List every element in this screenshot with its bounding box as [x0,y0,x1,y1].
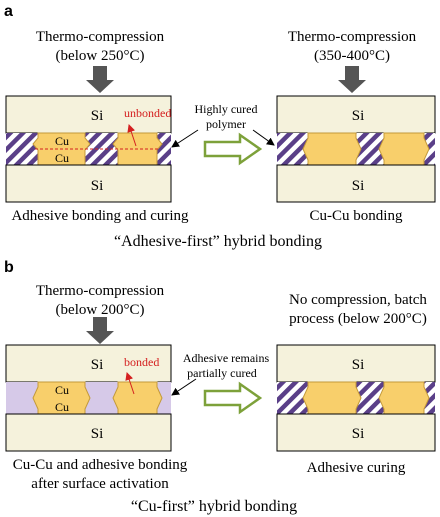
panel-a-left-si-top-label: Si [91,108,104,124]
panel-b-callout-1: Adhesive remains [183,351,270,365]
panel-b-right-cu-bump-1 [302,381,362,415]
panel-b-cu-top-label: Cu [55,383,69,397]
panel-a-left-caption: Adhesive bonding and curing [11,208,189,224]
panel-a-left-si-bottom-label: Si [91,178,104,194]
panel-b-right-caption: Adhesive curing [307,460,406,476]
panel-a-left-si-top [5,95,172,134]
panel-a-right-si-bottom-label: Si [352,178,365,194]
panel-b-left-title-1: Thermo-compression [36,283,165,299]
panel-b-letter: b [4,259,14,276]
panel-b-right-si-bottom [276,413,436,452]
panel-b-right-si-top-label: Si [352,357,365,373]
panel-a-left-title-2: (below 250°C) [56,48,145,64]
panel-b-left-si-bottom [5,413,172,452]
panel-b-process-arrow-icon [203,381,263,415]
panel-b-left-caption-2: after surface activation [31,476,169,492]
panel-b-bonded-label: bonded [124,355,159,369]
panel-b-left-title-2: (below 200°C) [56,302,145,318]
panel-a-right-si-bottom [276,164,436,203]
panel-a-left-compression-arrow-icon [86,66,114,93]
panel-a-callout-pointer-left [171,129,199,148]
panel-a-right-title-2: (350-400°C) [314,48,390,64]
panel-b-cu-bottom-label: Cu [55,400,69,414]
panel-a-letter: a [4,3,13,20]
panel-b-right-si-bottom-label: Si [352,426,365,442]
panel-a-right-title-1: Thermo-compression [288,29,417,45]
panel-a-right-si-top-label: Si [352,108,365,124]
panel-a-right-si-top [276,95,436,134]
panel-a-right-cu-bump-1 [302,132,362,166]
panel-b-compression-arrow-icon [86,317,114,344]
panel-a-right-caption: Cu-Cu bonding [310,208,403,224]
panel-b-left-cu-bump-2 [112,381,163,415]
panel-a-callout-pointer-right [252,129,275,146]
panel-a-callout-1: Highly cured [195,102,258,116]
panel-b-left-si-top-label: Si [91,357,104,373]
panel-b-left-caption-1: Cu-Cu and adhesive bonding [13,457,188,473]
panel-b-callout-pointer [171,378,197,396]
panel-a-cu-bottom-label: Cu [55,151,69,165]
panel-a-right-cu-bump-2 [378,132,430,166]
panel-b-right-title-2: process (below 200°C) [289,311,427,327]
panel-b-left-si-bottom-label: Si [91,426,104,442]
panel-b-right-si-top [276,344,436,383]
panel-a-unbonded-label: unbonded [124,106,171,120]
panel-a-unbonded-pointer [127,124,137,147]
panel-a-footer: “Adhesive-first” hybrid bonding [114,233,322,250]
panel-b-callout-2: partially cured [187,366,257,380]
panel-a-right-compression-arrow-icon [338,66,366,93]
panel-b-footer: “Cu-first” hybrid bonding [131,498,297,515]
panel-a-left-title-1: Thermo-compression [36,29,165,45]
panel-b-bonded-pointer [125,372,135,395]
panel-a-callout-2: polymer [206,117,246,131]
panel-a-left-si-bottom [5,164,172,203]
panel-b-right-title-1: No compression, batch [289,292,427,308]
panel-b-right-cu-bump-2 [378,381,430,415]
panel-a-process-arrow-icon [203,132,263,166]
panel-a-cu-top-label: Cu [55,134,69,148]
